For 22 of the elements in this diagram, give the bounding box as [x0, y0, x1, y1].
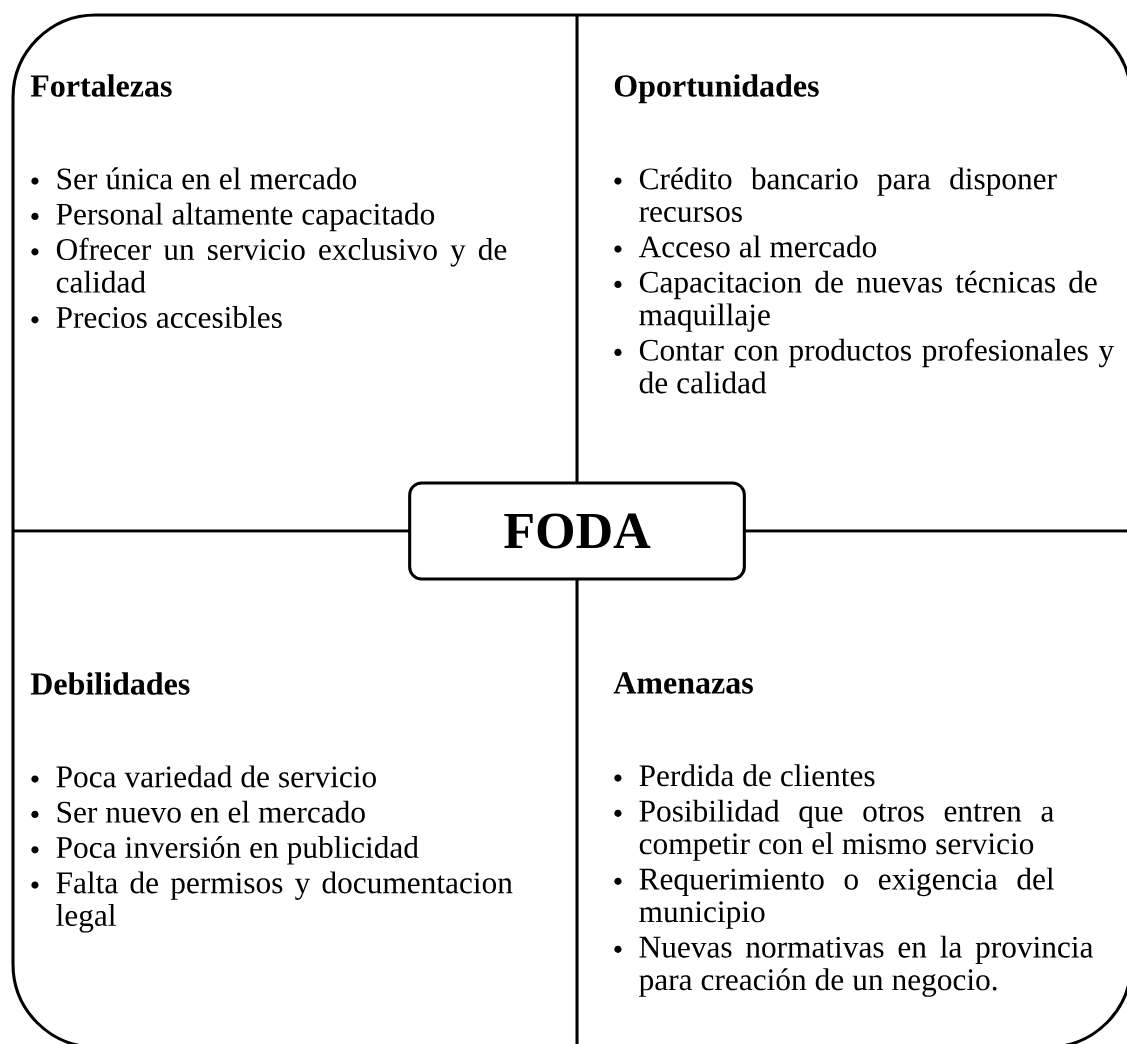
bullet-item: Ser nuevo en el mercado — [57, 800, 365, 823]
bullet-item: Personal altamente capacitado — [56, 202, 435, 232]
bullet-item: Poca variedad de servicio — [56, 765, 376, 788]
bullet-item: Acceso al mercado — [638, 235, 877, 258]
heading: Oportunidades — [614, 74, 819, 104]
bullet-item: Contar con productos profesionales y de calidad — [639, 338, 1114, 394]
heading: Fortalezas — [30, 74, 172, 97]
title-box — [408, 481, 746, 581]
bullet-item: Perdida de clientes — [639, 764, 875, 787]
bullet-item: Precios accesibles — [56, 306, 282, 329]
bullet-item: Capacitacion de nuevas técnicas de maquillaje — [639, 270, 1097, 332]
bullet-item: Nuevas normativas en la provincia para creación de un negocio. — [639, 935, 1094, 997]
bullet-item: Poca inversión en publicidad — [56, 836, 419, 865]
bullet-item: Falta de permisos y documentacion legal — [56, 871, 513, 933]
title: FODA — [504, 513, 651, 549]
bullet-item: Requerimiento o exigencia del municipio — [639, 867, 1054, 929]
bullet-item: Posibilidad que otros entren a competir con el mismo servicio — [639, 799, 1054, 861]
bullet-item: Ofrecer un servicio exclusivo y de calidad — [56, 237, 507, 293]
bullet-item: Crédito bancario para disponer recursos — [639, 167, 1057, 223]
heading: Debilidades — [30, 672, 190, 695]
heading: Amenazas — [613, 672, 753, 694]
bullet-item: Ser única en el mercado — [57, 167, 357, 190]
